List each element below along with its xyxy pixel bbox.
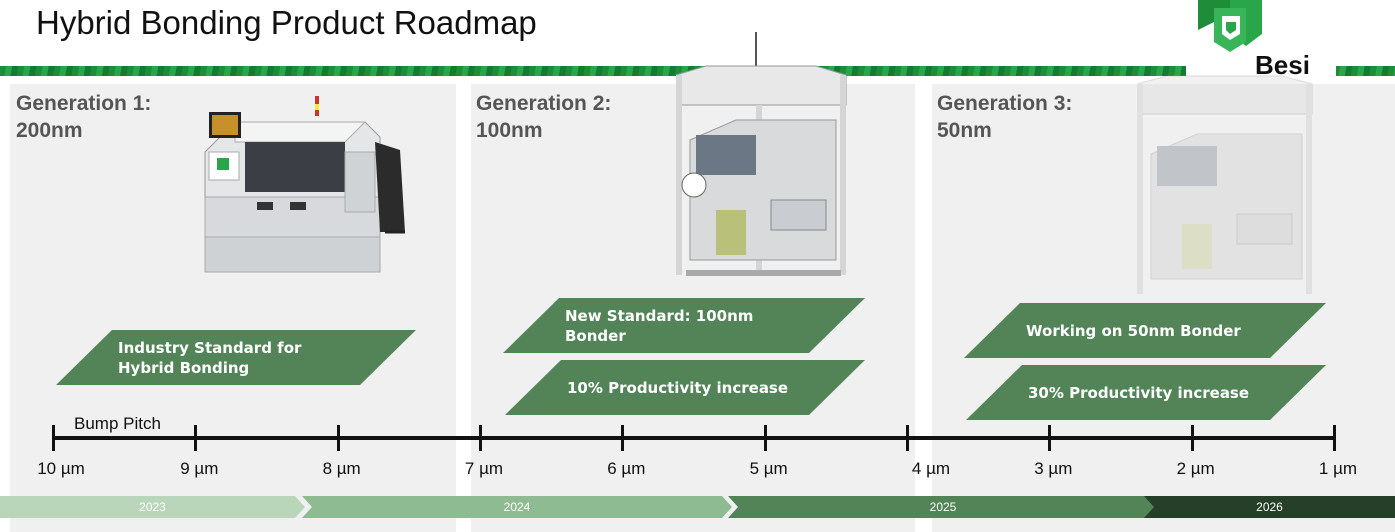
axis-tick-label: 7 µm [464,459,504,478]
axis-tick-label: 9 µm [180,459,219,478]
besi-logo [1186,0,1336,80]
timeline-year-2026: 2026 [1144,496,1395,518]
axis-tick [194,425,198,451]
axis-tick [1190,425,1194,451]
axis-label: Bump Pitch [74,414,161,433]
callout-new-standard: New Standard: 100nm Bonder [503,298,865,353]
generation-1-machine-image [204,96,405,273]
callout-productivity-30: 30% Productivity increase [966,365,1326,420]
timeline-year-2023: 2023 [0,496,305,518]
axis-tick [52,425,55,451]
page-title: Hybrid Bonding Product Roadmap [36,4,537,41]
axis-tick-label: 2 µm [1176,459,1215,478]
logo-wordmark: Besi [1255,50,1310,80]
axis-tick-label: 5 µm [749,459,788,478]
callout-productivity-10: 10% Productivity increase [505,360,865,415]
callout-working-50nm: Working on 50nm Bonder [964,303,1326,358]
generation-3-heading: Generation 3: 50nm [937,92,1073,142]
axis-tick [906,425,909,451]
callout-industry-standard: Industry Standard for Hybrid Bonding [56,330,416,385]
axis-tick [1048,425,1052,451]
bump-pitch-axis [52,436,1336,440]
axis-tick [336,425,340,451]
axis-tick [1333,425,1336,451]
axis-tick [479,425,482,451]
axis-tick-label: 8 µm [322,459,361,478]
axis-tick [621,425,625,451]
generation-3-machine-image [1137,75,1313,294]
axis-tick [763,425,767,451]
axis-tick-label: 1 µm [1318,459,1358,478]
axis-tick-label: 4 µm [911,459,951,478]
generation-2-heading: Generation 2: 100nm [476,92,612,142]
axis-tick-label: 10 µm [37,459,85,478]
generation-2-machine-image [676,32,847,276]
axis-tick-label: 3 µm [1034,459,1073,478]
timeline-year-2024: 2024 [302,496,732,518]
generation-1-heading: Generation 1: 200nm [16,92,152,142]
besi-logo-icon [1198,0,1262,52]
axis-tick-label: 6 µm [607,459,646,478]
timeline-year-2025: 2025 [728,496,1158,518]
